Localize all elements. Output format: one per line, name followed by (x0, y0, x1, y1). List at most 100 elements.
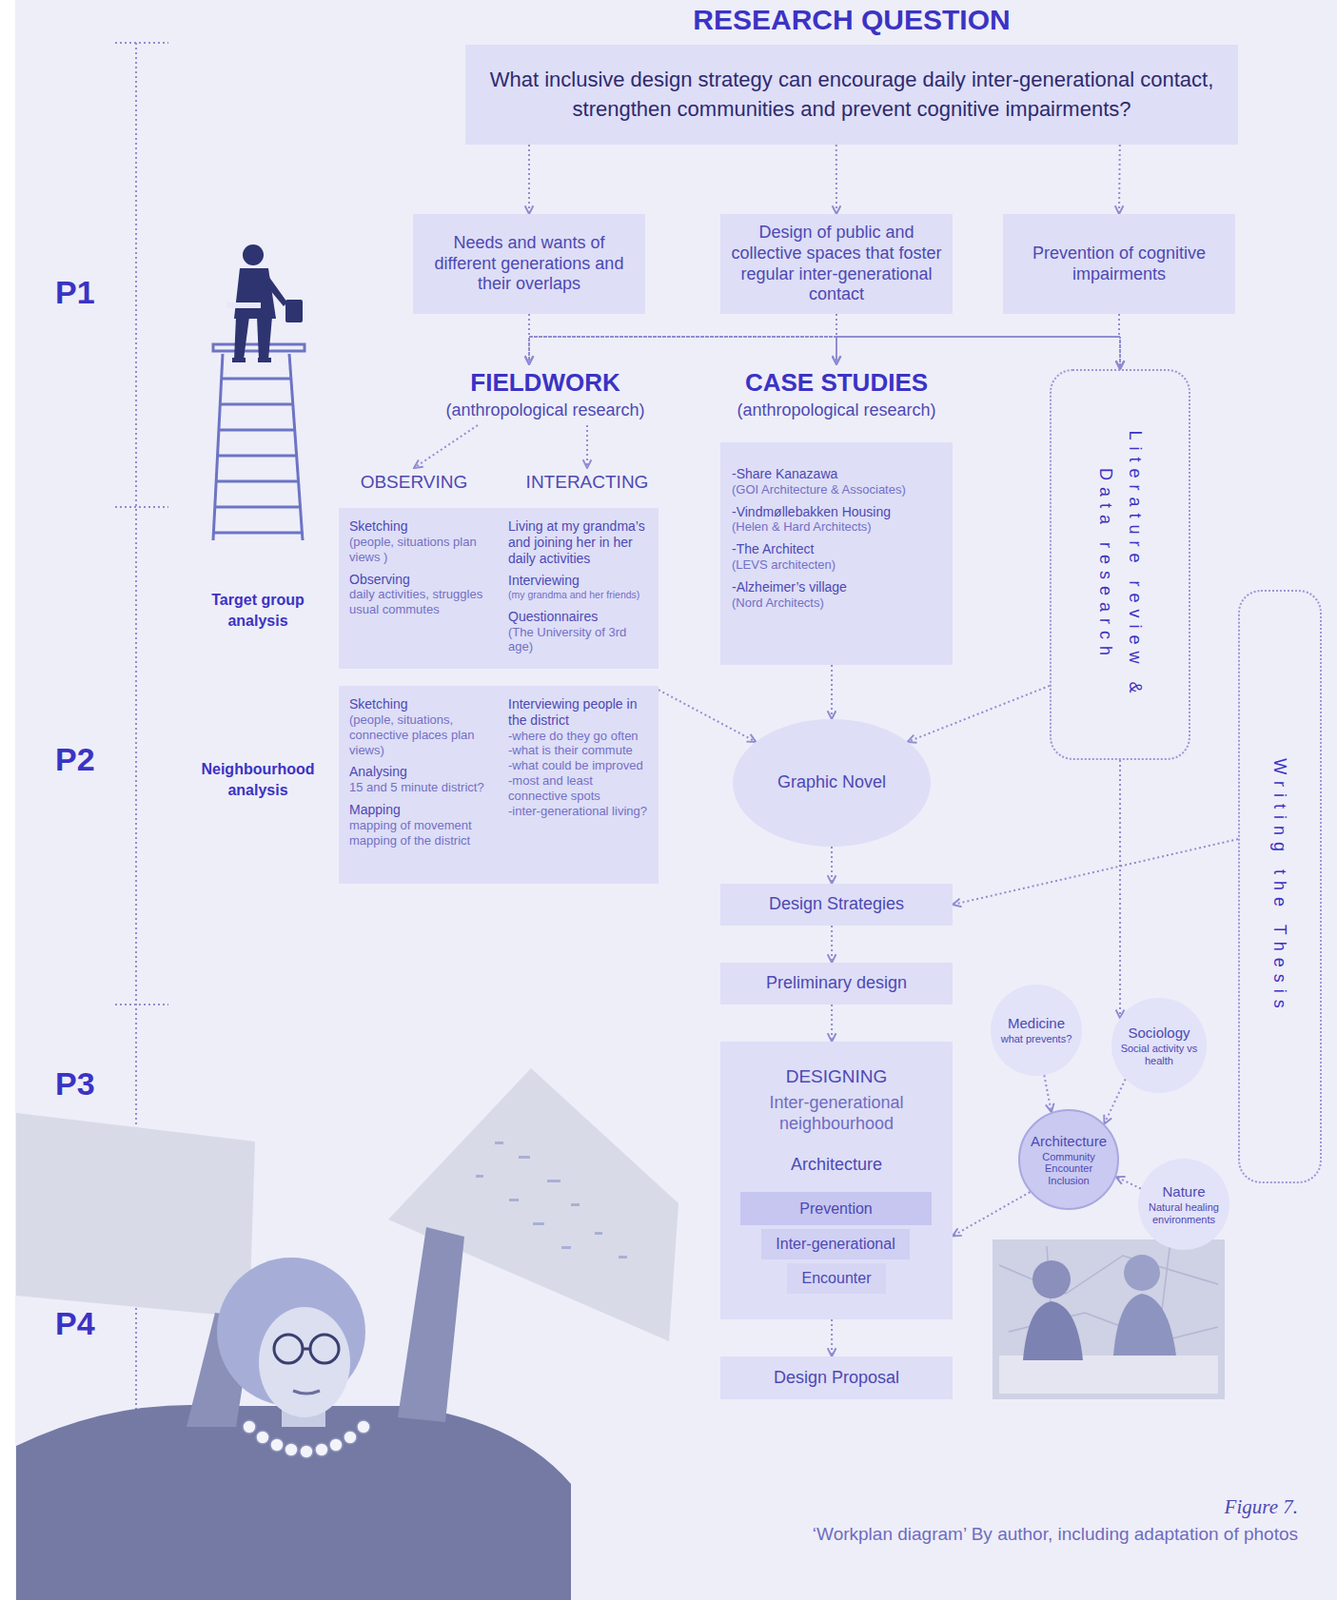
node-text: Living at my grandma’s and joining her i… (508, 518, 653, 567)
node-text: (anthropological research) (445, 400, 645, 421)
connector (836, 314, 1120, 365)
node-text: -inter-generational living? (508, 804, 653, 820)
node-text: (GOI Architecture & Associates) (731, 482, 946, 498)
connector (830, 925, 833, 964)
connector (830, 1319, 833, 1357)
text-column: Living at my grandma’s and joining her i… (508, 511, 653, 655)
subheading: OBSERVING (347, 468, 481, 497)
connector (1116, 1177, 1141, 1190)
node-text: Interviewing (508, 572, 653, 590)
topic-box: Prevention of cognitive impairments (1002, 214, 1236, 315)
node-text: (people, situations plan views ) (349, 534, 497, 566)
connector (835, 144, 838, 215)
figure-number: Figure 7. (1012, 1495, 1298, 1520)
node-text: Analysing (349, 764, 497, 781)
connector (830, 846, 833, 885)
node-text: Prevention (799, 1200, 873, 1219)
connector (529, 314, 1120, 365)
connector (1104, 1079, 1126, 1124)
node-text: Needs and wants of different generations… (422, 233, 636, 296)
topic-circle: NatureNatural healing environments (1138, 1159, 1230, 1251)
node-text: (Nord Architects) (731, 595, 946, 611)
design-box: DESIGNINGInter-generational neighbourhoo… (720, 1042, 953, 1320)
connector (952, 839, 1239, 905)
text-column: Interviewing people in the district-wher… (508, 689, 653, 820)
node-text: Architecture (790, 1155, 883, 1176)
node-text: -what is their commute (508, 743, 653, 759)
oval: Graphic Novel (732, 719, 931, 847)
topic-circle: Medicinewhat prevents? (990, 984, 1082, 1077)
node-text: CASE STUDIES (745, 369, 928, 398)
band: Encounter (786, 1263, 886, 1295)
node-text: Architecture (1030, 1133, 1107, 1150)
node-text: (The University of 3rd age) (508, 625, 653, 656)
connector (1119, 314, 1121, 370)
node-text: what prevents? (1001, 1033, 1073, 1046)
node-text: Questionnaires (508, 609, 653, 626)
text-column: -Share Kanazawa(GOI Architecture & Assoc… (731, 459, 946, 611)
process-box: Preliminary design (720, 963, 953, 1005)
woman-photo (16, 1068, 679, 1600)
node-text: mapping of movement mapping of the distr… (349, 818, 497, 849)
man-figure (226, 244, 303, 363)
node-text: INTERACTING (526, 471, 649, 493)
node-text: FIELDWORK (470, 369, 620, 398)
case-list: -Share Kanazawa(GOI Architecture & Assoc… (720, 442, 953, 666)
dotted-panel: Writing the Thesis (1238, 589, 1322, 1184)
connector (830, 1004, 833, 1043)
node-text: (my grandma and her friends) (508, 589, 653, 603)
node-text: OBSERVING (360, 471, 469, 493)
connector (658, 689, 756, 743)
method-heading: FIELDWORK(anthropological research) (426, 364, 665, 426)
connector (836, 314, 1121, 370)
node-text: Interviewing people in the district (508, 696, 653, 729)
subheading: INTERACTING (509, 468, 666, 497)
connector (1119, 760, 1121, 1019)
node-text: Nature (1161, 1183, 1205, 1200)
node-text: Natural healing environments (1145, 1201, 1222, 1226)
text-column: Sketching(people, situations, connective… (349, 689, 497, 849)
connector (413, 425, 478, 469)
node-text: -what could be improved (508, 758, 653, 774)
connector (528, 144, 531, 215)
connector (1043, 1075, 1052, 1113)
connector (830, 665, 833, 720)
topic-circle: ArchitectureCommunity Encounter Inclusio… (1018, 1109, 1120, 1211)
connector (529, 314, 1121, 370)
node-text: -Share Kanazawa (731, 466, 946, 483)
node-text: Sketching (349, 518, 497, 535)
node-text: Literature review & Data research (1090, 422, 1149, 708)
method-heading: CASE STUDIES(anthropological research) (717, 364, 956, 426)
band: Inter-generational (761, 1229, 910, 1260)
node-text: -where do they go often (508, 728, 653, 745)
node-text: Medicine (1007, 1015, 1065, 1032)
band: Prevention (740, 1192, 932, 1226)
node-text: Observing (349, 571, 497, 589)
node-text: Sociology (1127, 1024, 1190, 1042)
node-text: Inter-generational neighbourhood (729, 1093, 944, 1135)
node-text: (anthropological research) (736, 400, 936, 421)
node-text: Community Encounter Inclusion (1027, 1151, 1110, 1188)
node-text: (Helen & Hard Architects) (731, 519, 946, 535)
row-label: Neighbourhood analysis (191, 759, 325, 803)
node-text: Writing the Thesis (1265, 687, 1296, 1087)
phase-label: P2 (55, 741, 132, 779)
dotted-panel: Literature review & Data research (1049, 369, 1191, 761)
diagram-title: RESEARCH QUESTION (465, 3, 1239, 37)
page-margin (0, 0, 16, 1600)
node-text: (LEVS architecten) (731, 557, 946, 573)
connector (529, 314, 837, 365)
question-box: What inclusive design strategy can encou… (465, 44, 1239, 145)
process-box: Design Strategies (720, 884, 953, 926)
phase-label: P3 (55, 1065, 132, 1103)
node-text: Design of public and collective spaces t… (729, 222, 944, 307)
node-text: Mapping (349, 802, 497, 819)
text-column: Sketching(people, situations plan views … (349, 511, 497, 618)
node-text: -most and least connective spots (508, 773, 653, 805)
process-box: Design Proposal (720, 1356, 953, 1400)
node-text: Sketching (349, 696, 497, 713)
topic-box: Needs and wants of different generations… (412, 214, 646, 315)
topic-box: Design of public and collective spaces t… (720, 214, 953, 315)
node-text: What inclusive design strategy can encou… (474, 65, 1229, 125)
method-panel: Sketching(people, situations plan views … (338, 508, 659, 669)
